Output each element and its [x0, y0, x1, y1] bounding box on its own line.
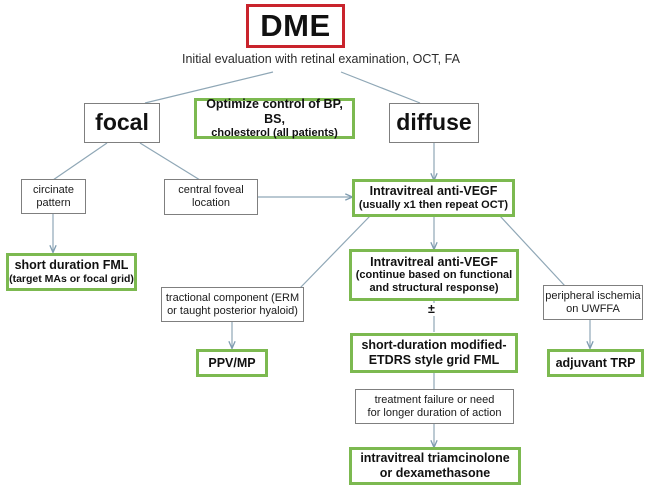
node-treatment-failure-line2: for longer duration of action	[367, 406, 502, 419]
node-etdrs-grid-fml-text: short-duration modified- ETDRS style gri…	[353, 338, 515, 368]
node-intravitreal-triamcinolone-text: intravitreal triamcinolone or dexamethas…	[352, 451, 518, 481]
node-treatment-failure-text: treatment failure or need for longer dur…	[356, 394, 513, 420]
node-central-foveal-location-line2: location	[192, 197, 230, 209]
node-treatment-failure: treatment failure or need for longer dur…	[355, 389, 514, 424]
node-diffuse: diffuse	[389, 103, 479, 143]
node-intravitreal-anti-vegf-initial-text: Intravitreal anti-VEGF (usually x1 then …	[355, 184, 512, 212]
node-adjuvant-trp: adjuvant TRP	[547, 349, 644, 377]
node-treatment-failure-line1: treatment failure or need	[374, 393, 495, 406]
node-peripheral-ischemia-line1: peripheral ischemia	[545, 289, 641, 302]
node-dme-root-label: DME	[260, 7, 331, 43]
node-focal-label: focal	[95, 109, 149, 136]
node-diffuse-label: diffuse	[396, 109, 472, 136]
node-circinate-pattern-text: circinate pattern	[22, 184, 85, 210]
node-tractional-component: tractional component (ERM or taught post…	[161, 287, 304, 322]
node-intravitreal-anti-vegf-continue: Intravitreal anti-VEGF (continue based o…	[349, 249, 519, 301]
node-tractional-component-text: tractional component (ERM or taught post…	[162, 292, 303, 318]
node-circinate-pattern-line2: pattern	[36, 196, 71, 209]
node-intravitreal-anti-vegf-initial-line2: (usually x1 then repeat OCT)	[358, 198, 509, 211]
node-intravitreal-anti-vegf-continue-text: Intravitreal anti-VEGF (continue based o…	[352, 255, 516, 296]
node-adjuvant-trp-label: adjuvant TRP	[555, 355, 636, 370]
node-central-foveal-location: central foveal location	[164, 179, 258, 215]
node-peripheral-ischemia-line2: on UWFFA	[566, 302, 620, 315]
node-ppv-mp: PPV/MP	[196, 349, 268, 377]
node-optimize-control-line1: Optimize control of BP, BS,	[206, 97, 343, 127]
node-peripheral-ischemia: peripheral ischemia on UWFFA	[543, 285, 643, 320]
node-optimize-control-line2: cholesterol (all patients)	[211, 126, 338, 139]
node-etdrs-grid-fml-line1: short-duration modified-	[361, 338, 507, 353]
node-tractional-component-line1: tractional component (ERM	[165, 291, 300, 304]
node-circinate-pattern: circinate pattern	[21, 179, 86, 214]
node-optimize-control: Optimize control of BP, BS, cholesterol …	[194, 97, 355, 139]
node-ppv-mp-label: PPV/MP	[208, 355, 256, 370]
node-circinate-pattern-line1: circinate	[33, 183, 74, 196]
node-central-foveal-location-text: central foveal location	[165, 184, 257, 210]
node-intravitreal-anti-vegf-initial-line1: Intravitreal anti-VEGF	[369, 184, 498, 199]
node-intravitreal-anti-vegf-continue-line1: Intravitreal anti-VEGF	[370, 254, 498, 269]
node-short-duration-fml-line1: short duration FML	[14, 258, 129, 273]
node-short-duration-fml-line2: (target MAs or focal grid)	[9, 273, 134, 286]
node-intravitreal-anti-vegf-continue-line3: and structural response)	[369, 282, 499, 295]
node-focal: focal	[84, 103, 160, 143]
node-short-duration-fml: short duration FML (target MAs or focal …	[6, 253, 137, 291]
plus-minus-symbol: ±	[428, 302, 435, 316]
node-etdrs-grid-fml: short-duration modified- ETDRS style gri…	[350, 333, 518, 373]
node-optimize-control-text: Optimize control of BP, BS, cholesterol …	[197, 97, 352, 139]
node-intravitreal-triamcinolone-line1: intravitreal triamcinolone	[360, 451, 510, 466]
edge-focal-to-central-foveal	[139, 142, 201, 181]
node-intravitreal-triamcinolone-line2: or dexamethasone	[379, 466, 491, 480]
subtitle-initial-evaluation: Initial evaluation with retinal examinat…	[182, 52, 460, 66]
node-central-foveal-location-line1: central foveal	[178, 184, 244, 197]
node-intravitreal-triamcinolone: intravitreal triamcinolone or dexamethas…	[349, 447, 521, 485]
node-dme-root: DME	[246, 4, 345, 48]
node-tractional-component-line2: or taught posterior hyaloid)	[167, 304, 298, 317]
node-peripheral-ischemia-text: peripheral ischemia on UWFFA	[544, 290, 642, 316]
node-intravitreal-anti-vegf-initial: Intravitreal anti-VEGF (usually x1 then …	[352, 179, 515, 217]
edge-focal-to-circinate	[52, 142, 108, 181]
node-short-duration-fml-text: short duration FML (target MAs or focal …	[9, 258, 134, 285]
node-etdrs-grid-fml-line2: ETDRS style grid FML	[368, 353, 500, 367]
node-intravitreal-anti-vegf-continue-line2: (continue based on functional	[355, 269, 513, 282]
